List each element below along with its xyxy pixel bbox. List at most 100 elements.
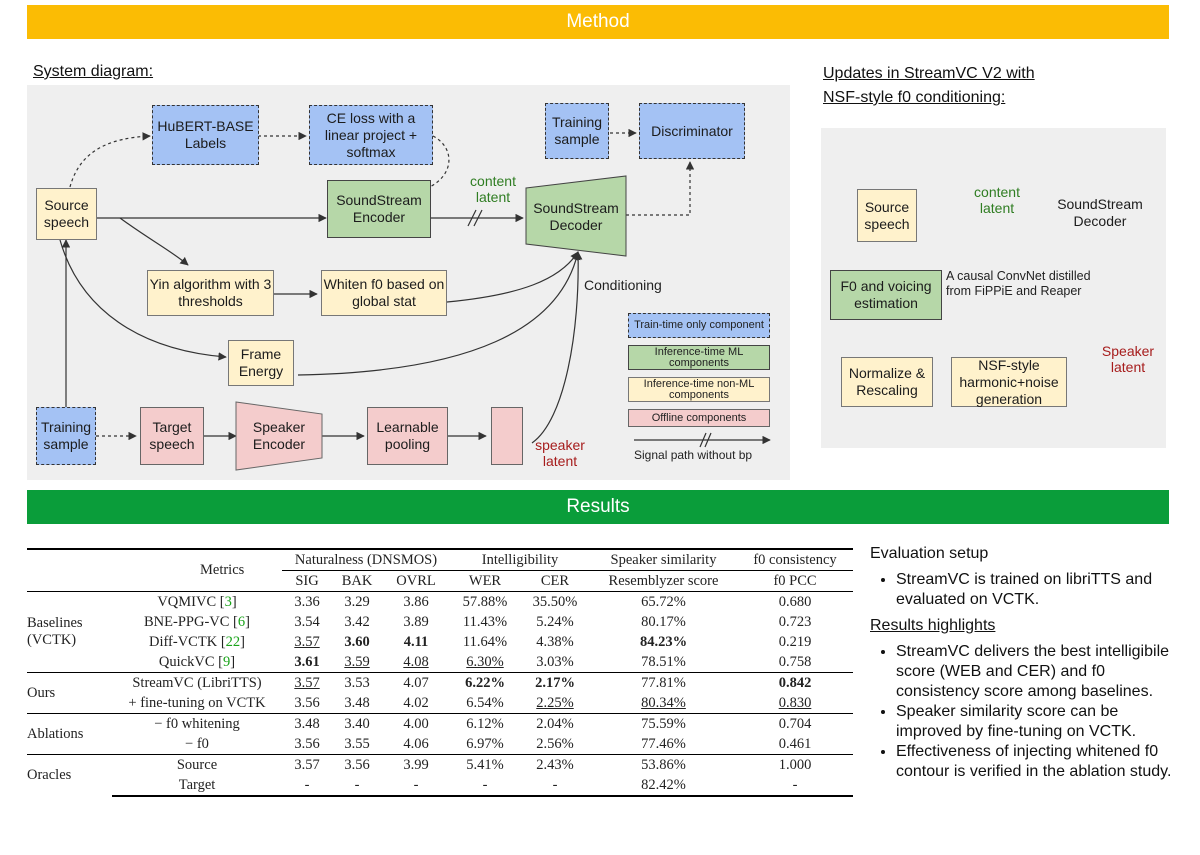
table-cell: 3.56: [332, 754, 382, 775]
v2-heading-line1: Updates in StreamVC V2 with: [823, 65, 1035, 82]
table-cell: 4.00: [382, 713, 450, 734]
nsf-generation-box: NSF-style harmonic+noise generation: [951, 357, 1067, 407]
intelligibility-header: Intelligibility: [450, 548, 590, 571]
citation-link[interactable]: 9: [222, 653, 231, 670]
table-cell: 80.17%: [641, 613, 686, 630]
setup-item: StreamVC is trained on libriTTS and eval…: [896, 570, 1180, 610]
table-cell: 3.59: [344, 653, 370, 670]
legend-offline: Offline components: [628, 409, 770, 427]
table-cell: 3.99: [382, 754, 450, 775]
results-title: Results: [566, 496, 630, 517]
table-cell: 35.50%: [520, 591, 590, 612]
group-name: Ours: [27, 672, 112, 714]
table-cell: 53.86%: [590, 754, 737, 775]
table-cell: 0.219: [778, 633, 812, 650]
citation-link[interactable]: 22: [225, 633, 241, 650]
table-cell: 3.57: [282, 754, 332, 775]
table-cell: 4.07: [382, 672, 450, 693]
legend-inference-ml: Inference-time ML components: [628, 345, 770, 370]
results-highlights-title: Results highlights: [870, 617, 996, 634]
table-cell: 0.723: [778, 613, 812, 630]
legend-inference-nonml: Inference-time non-ML components: [628, 377, 770, 402]
table-row: Target-----82.42%-: [27, 775, 853, 797]
table-cell: 3.55: [344, 735, 370, 752]
table-cell: 5.41%: [450, 754, 520, 775]
table-cell: 6.12%: [450, 713, 520, 734]
table-cell: 77.46%: [641, 735, 686, 752]
table-cell: 2.43%: [520, 754, 590, 775]
table-cell: 0.842: [737, 672, 853, 693]
table-cell: 2.17%: [520, 672, 590, 693]
table-cell: 82.42%: [590, 775, 737, 797]
table-cell: 75.59%: [590, 713, 737, 734]
whiten-f0-box: Whiten f0 based on global stat: [321, 270, 447, 316]
table-cell: -: [332, 775, 382, 797]
table-cell: 3.61: [294, 653, 320, 670]
table-cell: 2.04%: [520, 713, 590, 734]
citation-link[interactable]: 3: [224, 593, 232, 610]
soundstream-encoder-box: SoundStream Encoder: [327, 180, 431, 238]
table-cell: 3.42: [344, 613, 370, 630]
naturalness-header: Naturalness (DNSMOS): [282, 548, 450, 571]
table-cell: -: [520, 775, 590, 797]
table-cell: 4.06: [403, 735, 429, 752]
method-name: Diff-VCTK [22]: [148, 633, 245, 650]
sub-header: Resemblyzer score: [608, 572, 719, 589]
speaker-latent-box: [491, 407, 523, 465]
evaluation-panel: Evaluation setup StreamVC is trained on …: [870, 544, 1180, 782]
table-cell: -: [282, 775, 332, 797]
table-cell: 6.54%: [466, 694, 504, 711]
method-banner: Method: [27, 5, 1169, 39]
sub-header: OVRL: [396, 572, 436, 589]
table-cell: 3.89: [403, 613, 429, 630]
table-cell: 4.11: [403, 633, 429, 650]
method-name: − f0 whitening: [112, 713, 282, 734]
legend-train-time: Train-time only component: [628, 313, 770, 338]
table-cell: 4.08: [403, 653, 429, 670]
table-cell: 3.48: [282, 713, 332, 734]
method-name: QuickVC [9]: [158, 653, 236, 670]
table-cell: 3.60: [344, 633, 370, 650]
table-cell: 1.000: [737, 754, 853, 775]
table-cell: 3.36: [282, 591, 332, 612]
table-cell: 0.758: [778, 653, 812, 670]
legend-signal-path: Signal path without bp: [634, 448, 753, 462]
table-cell: -: [382, 775, 450, 797]
method-title: Method: [566, 11, 630, 32]
results-banner: Results: [27, 490, 1169, 524]
source-speech-box: Source speech: [36, 188, 97, 240]
table-cell: 11.64%: [462, 633, 508, 650]
table-cell: 0.704: [737, 713, 853, 734]
table-cell: 84.23%: [639, 633, 688, 650]
convnet-note: A causal ConvNet distilled from FiPPiE a…: [946, 269, 1091, 298]
system-diagram-heading: System diagram:: [33, 63, 154, 80]
speaker-latent-label: speaker latent: [535, 437, 585, 469]
table-cell: 3.56: [294, 735, 320, 752]
frame-energy-box: Frame Energy: [228, 340, 294, 386]
table-cell: 0.461: [778, 735, 812, 752]
conditioning-label: Conditioning: [584, 277, 662, 293]
table-cell: 78.51%: [641, 653, 686, 670]
normalize-rescaling-box: Normalize & Rescaling: [841, 357, 933, 407]
ce-loss-box: CE loss with a linear project + softmax: [309, 105, 433, 165]
table-cell: 3.57: [294, 633, 320, 650]
results-table: Metrics Naturalness (DNSMOS) Intelligibi…: [27, 548, 853, 797]
table-cell: 3.40: [332, 713, 382, 734]
group-name: Ablations: [27, 713, 112, 755]
table-cell: 57.88%: [450, 591, 520, 612]
table-cell: 3.56: [294, 694, 320, 711]
table-cell: 2.25%: [536, 694, 574, 711]
citation-link[interactable]: 6: [237, 613, 246, 630]
target-speech-box: Target speech: [140, 407, 204, 465]
learnable-pooling-box: Learnable pooling: [367, 407, 448, 465]
speaker-encoder-box: Speaker Encoder: [252, 419, 306, 452]
soundstream-decoder-box: SoundStream Decoder: [533, 200, 619, 233]
table-cell: 77.81%: [590, 672, 737, 693]
v2-speaker-latent-label: Speaker latent: [1101, 343, 1155, 375]
